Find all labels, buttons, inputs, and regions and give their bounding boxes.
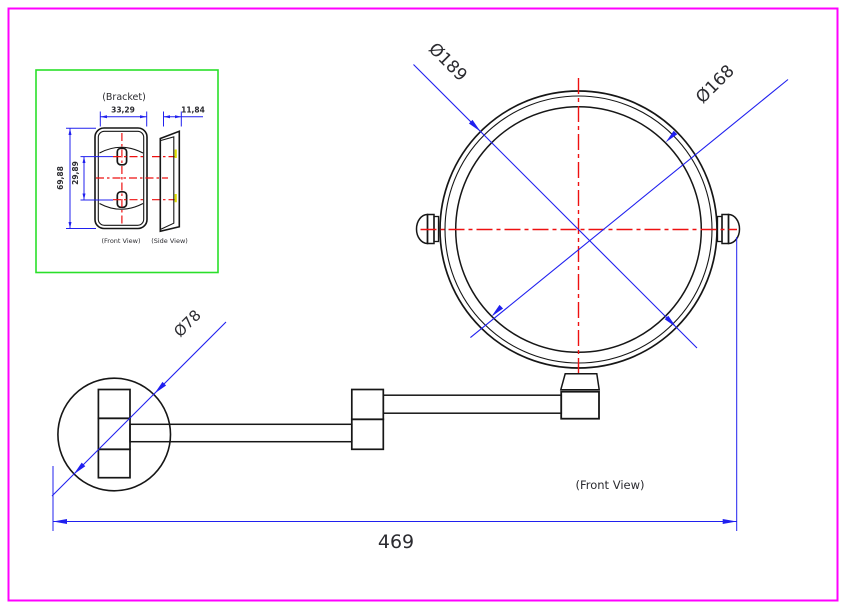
dim-text-bracket-height: 69,88 bbox=[56, 166, 65, 190]
elbow-joint-lower bbox=[350, 418, 385, 451]
mirror-stem-block bbox=[560, 390, 600, 420]
wall-plate-circle bbox=[57, 377, 172, 492]
dim-bracket-depth: 11,84 bbox=[163, 106, 205, 127]
dim-arrow bbox=[68, 128, 72, 135]
elbow-joint-upper bbox=[350, 388, 385, 421]
dim-arrow bbox=[100, 115, 107, 119]
bracket-title: (Bracket) bbox=[102, 92, 146, 103]
dim-arrow bbox=[82, 193, 86, 200]
bracket-front-view-label: (Front View) bbox=[101, 237, 140, 245]
dim-arrow bbox=[82, 156, 86, 163]
bracket-top-face-arc bbox=[99, 146, 144, 154]
wall-post-bottom-segment bbox=[97, 448, 131, 479]
dim-overall-length: 469 bbox=[52, 237, 738, 553]
mirror-front-view: (Front View) bbox=[57, 78, 741, 492]
dim-text-glass-diameter: Ø168 bbox=[692, 61, 739, 108]
dim-arrow bbox=[68, 222, 72, 229]
bracket-detail-panel: (Bracket) (Front View) (Side View) bbox=[35, 69, 219, 274]
dim-text-wall-plate-diameter: Ø78 bbox=[170, 306, 205, 341]
mirror-yoke-trapezoid bbox=[559, 373, 601, 391]
dim-extension-lines bbox=[99, 111, 148, 127]
dim-bracket-height: 69,88 bbox=[56, 127, 96, 229]
dim-arrow bbox=[154, 381, 167, 394]
dim-line bbox=[470, 79, 789, 339]
detail-box-border bbox=[35, 69, 219, 274]
knob-dome bbox=[415, 213, 429, 245]
dim-text-bracket-width: 33,29 bbox=[111, 106, 135, 115]
dim-arrow bbox=[468, 119, 481, 132]
dim-arrow bbox=[175, 115, 182, 119]
dim-arrow bbox=[665, 130, 678, 143]
bracket-bottom-face-arc bbox=[99, 203, 144, 210]
dim-extension-lines bbox=[163, 111, 182, 127]
dim-arrow bbox=[53, 519, 67, 524]
dim-text-hole-spacing: 29,89 bbox=[71, 161, 80, 185]
wall-post-top-segment bbox=[97, 388, 131, 420]
bracket-side-view: (Side View) bbox=[151, 130, 188, 245]
side-view-inner-line bbox=[160, 136, 175, 230]
dim-text-bracket-depth: 11,84 bbox=[181, 106, 205, 115]
upper-arm-bar bbox=[382, 394, 563, 414]
dim-mirror-glass-diameter: Ø168 bbox=[470, 61, 789, 339]
bracket-side-view-label: (Side View) bbox=[151, 237, 188, 245]
arm-assembly bbox=[129, 388, 563, 451]
dim-arrow bbox=[491, 304, 504, 317]
dim-text-overall-length: 469 bbox=[378, 531, 414, 553]
dim-arrow bbox=[163, 115, 170, 119]
page-border bbox=[7, 7, 839, 602]
side-view-outline bbox=[159, 130, 181, 233]
main-front-view-label: (Front View) bbox=[575, 478, 644, 492]
knob-dome bbox=[727, 213, 741, 245]
dim-extension-lines bbox=[66, 127, 96, 229]
dim-extension-lines bbox=[80, 156, 113, 201]
dim-bracket-width: 33,29 bbox=[99, 106, 148, 127]
dim-bracket-hole-spacing: 29,89 bbox=[71, 156, 113, 201]
dim-extension-lines bbox=[52, 237, 738, 531]
dim-arrow bbox=[140, 115, 147, 119]
dim-arrow bbox=[664, 315, 677, 328]
dim-text-outer-diameter: Ø189 bbox=[424, 39, 471, 86]
wall-plate bbox=[57, 377, 172, 492]
dim-wall-plate-diameter: Ø78 bbox=[51, 306, 227, 497]
lower-arm-bar bbox=[129, 423, 353, 443]
dim-outer-ring-diameter: Ø189 bbox=[413, 39, 698, 349]
dim-line bbox=[413, 64, 698, 349]
dim-arrow bbox=[73, 462, 86, 475]
dim-arrow bbox=[722, 519, 737, 524]
